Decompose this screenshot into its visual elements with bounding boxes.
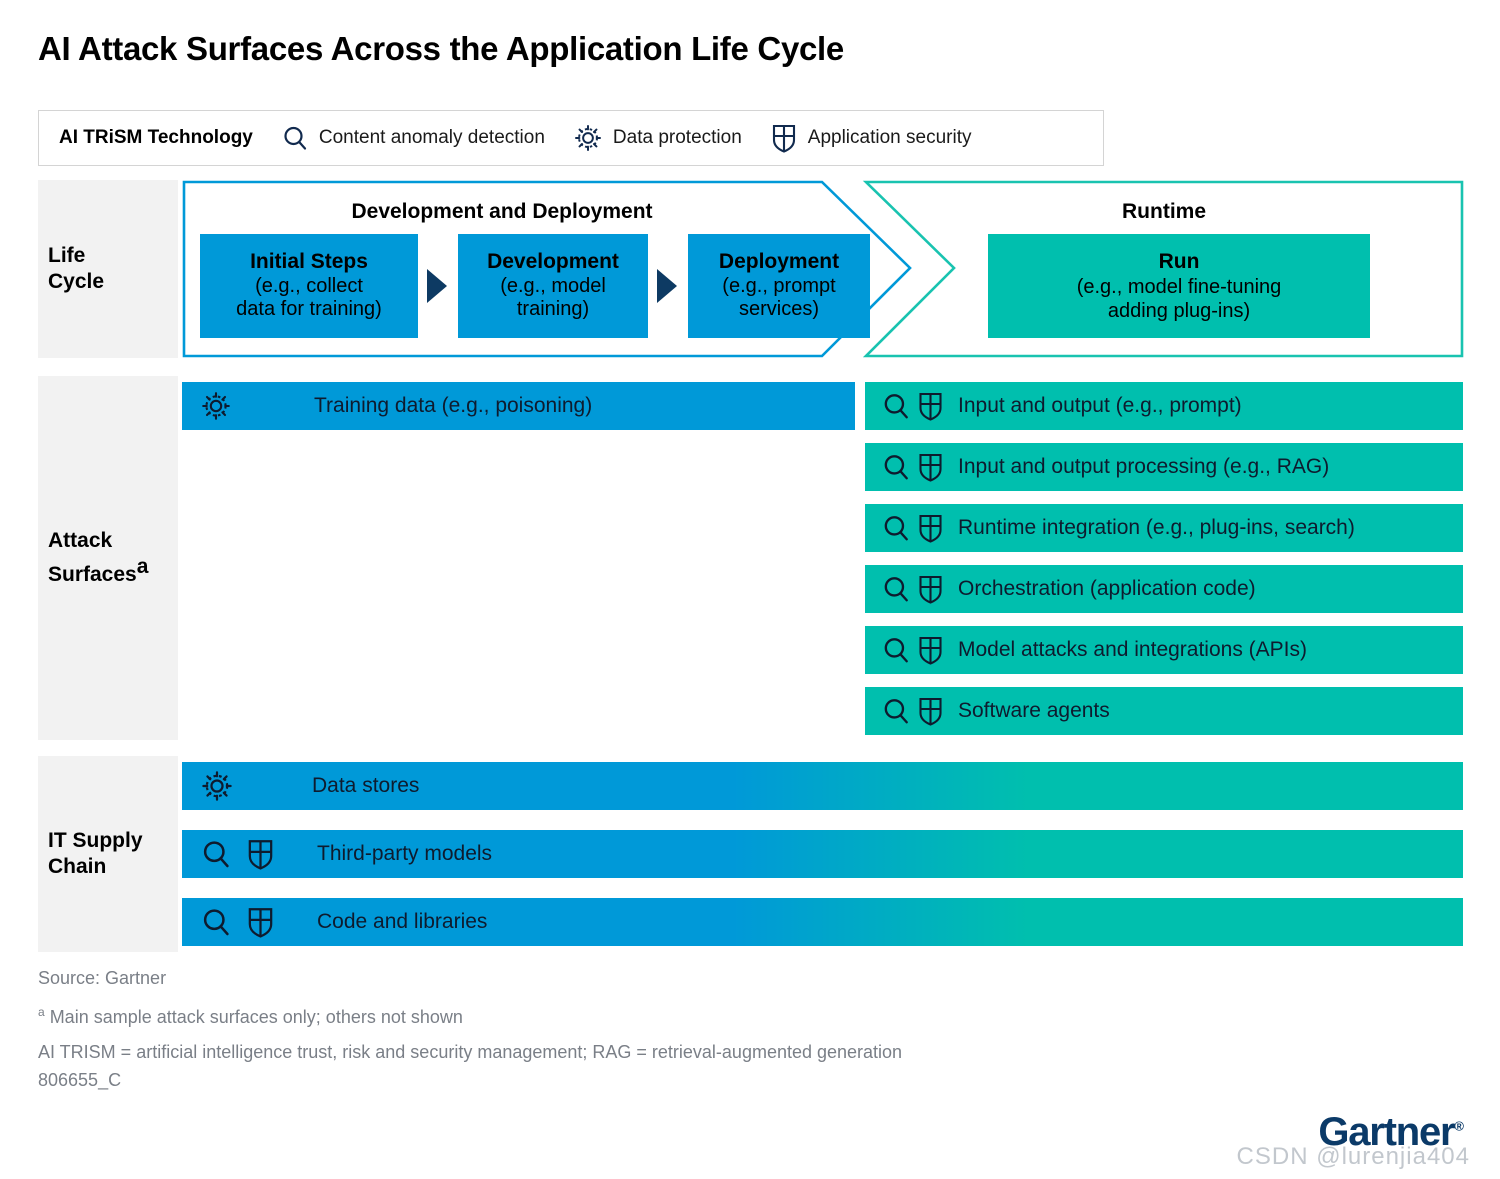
gartner-logo: Gartner® [1318,1110,1464,1155]
footnote-marker-a: a [38,1005,45,1019]
phase-heading-development-deployment: Development and Deployment [351,200,653,223]
stage-sub-line2: services) [738,298,819,321]
phase-heading-runtime: Runtime [1122,200,1206,223]
footnote-marker: a [136,555,149,578]
bar-label: Input and output processing (e.g., RAG) [958,455,1330,478]
row-label-it-supply-chain-line2: Chain [48,855,107,878]
row-label-life-cycle-line1: Life [48,243,86,267]
search-icon [200,838,232,870]
stage-sub-line2: adding plug-ins) [1107,299,1251,322]
gear-icon [573,123,603,153]
stage-title: Run [1158,250,1200,274]
bar-label: Runtime integration (e.g., plug-ins, sea… [958,516,1355,539]
stage-development[interactable]: Development (e.g., model training) [458,234,648,338]
shield-icon [917,513,944,543]
shield-icon [246,838,275,870]
stage-title: Initial Steps [250,250,368,274]
shield-icon [770,123,798,153]
stage-sub-line2: data for training) [236,298,382,321]
registered-trademark-icon: ® [1454,1118,1464,1134]
legend-label: Content anomaly detection [318,127,545,148]
supply-chain-third-party-models[interactable]: Third-party models [182,830,1463,878]
legend-label: Application security [807,127,972,148]
row-label-attack-surfaces-line2: Surfaces [48,563,137,586]
row-label-life-cycle-line2: Cycle [48,270,105,293]
stage-sub-line2: training) [516,298,590,321]
footnote-text: Main sample attack surfaces only; others… [44,1007,463,1027]
shield-icon [917,574,944,604]
stage-title: Deployment [718,250,840,274]
bar-label: Orchestration (application code) [958,577,1256,600]
legend-label: Data protection [612,127,742,148]
bar-label: Training data (e.g., poisoning) [314,394,593,417]
search-icon [281,124,309,152]
row-label-attack-surfaces: Attack Surfacesa [38,376,178,740]
attack-surface-training-data[interactable]: Training data (e.g., poisoning) [182,382,855,430]
bar-label: Input and output (e.g., prompt) [958,394,1242,417]
search-icon [881,513,911,543]
supply-chain-data-stores[interactable]: Data stores [182,762,1463,810]
attack-surface-input-output[interactable]: Input and output (e.g., prompt) [865,382,1463,430]
footer-source: Source: Gartner [38,968,167,988]
row-label-it-supply-chain: IT Supply Chain [38,756,178,952]
gear-icon [200,390,232,422]
shield-icon [917,696,944,726]
attack-surface-input-output-processing[interactable]: Input and output processing (e.g., RAG) [865,443,1463,491]
search-icon [881,391,911,421]
bar-label: Model attacks and integrations (APIs) [958,638,1308,661]
watermark: CSDN @lurenjia404 [1236,1143,1470,1170]
attack-surface-model-attacks[interactable]: Model attacks and integrations (APIs) [865,626,1463,674]
shield-icon [917,452,944,482]
life-cycle-band: Development and Deployment Runtime Initi… [182,180,1464,358]
stage-title: Development [487,250,619,274]
search-icon [881,452,911,482]
page-title: AI Attack Surfaces Across the Applicatio… [38,30,844,67]
legend-item-data-protection: Data protection [573,123,742,153]
stage-initial-steps[interactable]: Initial Steps (e.g., collect data for tr… [200,234,418,338]
shield-icon [917,391,944,421]
search-icon [881,635,911,665]
search-icon [881,696,911,726]
attack-surface-software-agents[interactable]: Software agents [865,687,1463,735]
search-icon [881,574,911,604]
shield-icon [917,635,944,665]
stage-run[interactable]: Run (e.g., model fine-tuning adding plug… [988,234,1370,338]
gartner-logo-text: Gartner [1318,1110,1455,1154]
stage-sub-line1: (e.g., prompt [722,274,836,297]
arrow-right-icon [427,269,447,303]
legend-title: AI TRiSM Technology [59,127,253,148]
row-label-life-cycle: Life Cycle [38,180,178,358]
stage-sub-line1: (e.g., model fine-tuning [1076,275,1282,298]
stage-sub-line1: (e.g., collect [255,274,363,297]
bar-label: Software agents [958,699,1110,722]
footer-note: a Main sample attack surfaces only; othe… [38,1005,463,1028]
attack-surface-orchestration[interactable]: Orchestration (application code) [865,565,1463,613]
gear-icon [200,769,234,803]
row-label-attack-surfaces-line1: Attack [48,528,113,552]
stage-deployment[interactable]: Deployment (e.g., prompt services) [688,234,870,338]
stage-sub-line1: (e.g., model [500,274,606,297]
footer-code: 806655_C [38,1070,122,1090]
attack-surface-runtime-integration[interactable]: Runtime integration (e.g., plug-ins, sea… [865,504,1463,552]
legend-item-application-security: Application security [770,123,972,153]
legend-item-content-anomaly-detection: Content anomaly detection [281,124,545,152]
footer-acronyms: AI TRISM = artificial intelligence trust… [38,1042,903,1062]
shield-icon [246,906,275,938]
search-icon [200,906,232,938]
row-label-it-supply-chain-line1: IT Supply [48,828,143,852]
bar-label: Code and libraries [317,910,488,933]
arrow-right-icon [657,269,677,303]
bar-label: Data stores [312,774,420,797]
bar-label: Third-party models [317,842,493,865]
supply-chain-code-and-libraries[interactable]: Code and libraries [182,898,1463,946]
legend-bar: AI TRiSM Technology Content anomaly dete… [38,110,1104,166]
